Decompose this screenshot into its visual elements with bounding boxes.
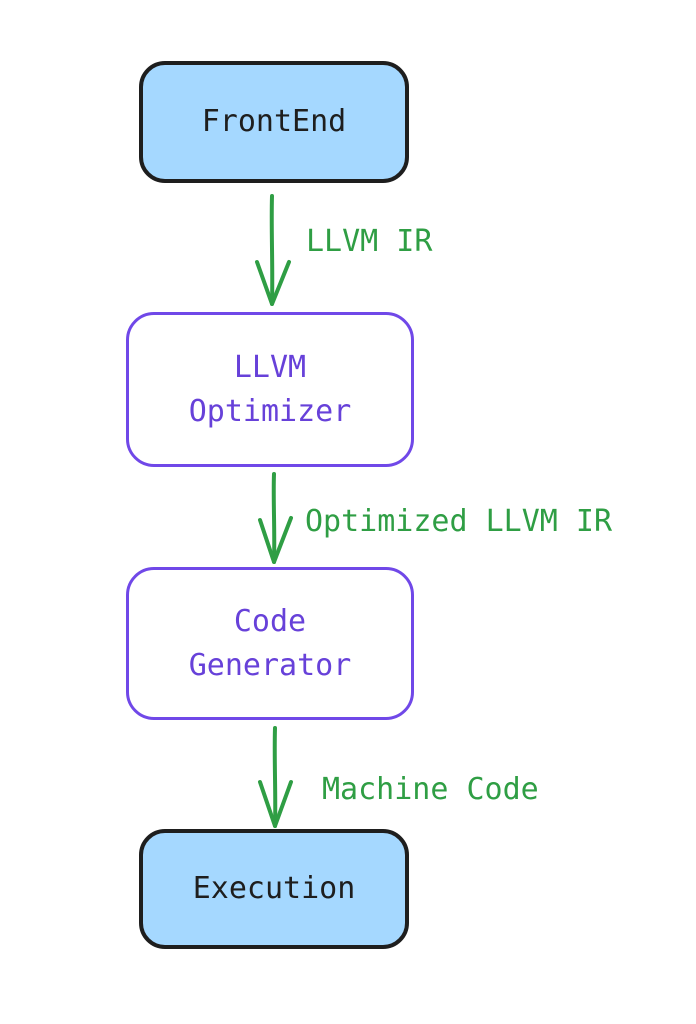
node-execution: Execution [139, 829, 409, 949]
node-frontend-label: FrontEnd [201, 104, 347, 139]
node-code-generator-line1: Code [233, 603, 307, 639]
edge-label-machine-code: Machine Code [322, 772, 539, 807]
arrow-codegen-to-execution [258, 726, 293, 828]
edge-label-llvm-ir: LLVM IR [306, 224, 433, 259]
node-execution-label: Execution [192, 871, 356, 906]
node-llvm-optimizer-line1: LLVM [233, 349, 307, 385]
node-code-generator: Code Generator [126, 567, 414, 720]
node-code-generator-line2: Generator [188, 647, 352, 683]
node-llvm-optimizer-line2: Optimizer [188, 393, 352, 429]
node-frontend: FrontEnd [139, 61, 409, 183]
edge-label-optimized-llvm-ir: Optimized LLVM IR [305, 504, 613, 539]
arrow-optimizer-to-codegen [258, 472, 293, 564]
arrow-frontend-to-optimizer [255, 194, 291, 306]
node-llvm-optimizer: LLVM Optimizer [126, 312, 414, 467]
